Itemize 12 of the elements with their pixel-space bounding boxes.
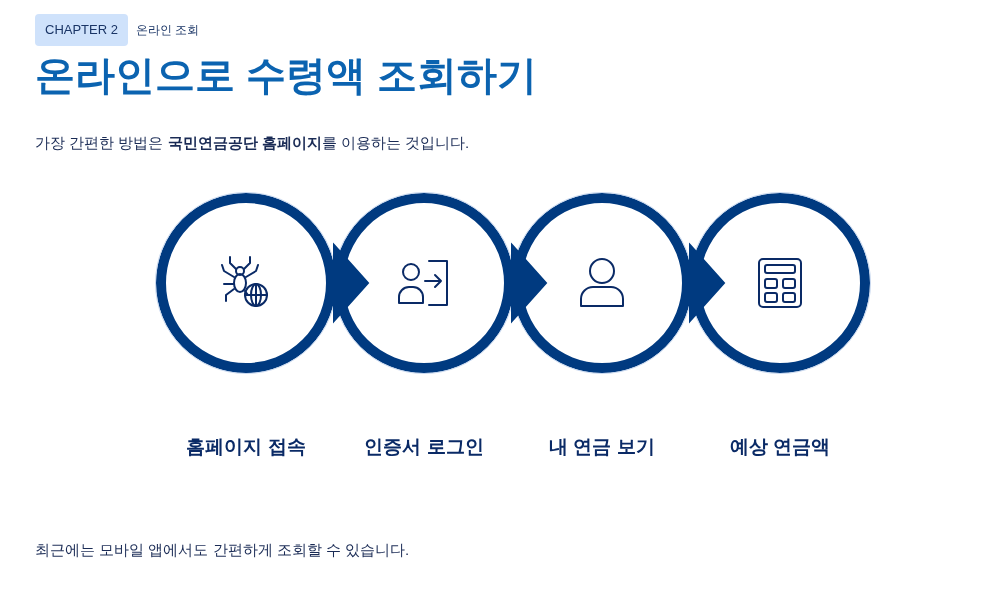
- step-label: 인증서 로그인: [364, 435, 484, 459]
- chevron-arrow: [333, 242, 370, 324]
- step-label: 예상 연금액: [729, 435, 831, 459]
- step-label: 홈페이지 접속: [186, 435, 306, 459]
- intro-text: 가장 간편한 방법은 국민연금공단 홈페이지를 이용하는 것입니다.: [35, 133, 470, 153]
- chevron-arrow: [689, 242, 726, 324]
- step-label: 내 연금 보기: [549, 435, 655, 459]
- title: 온라인으로 수령액 조회하기: [35, 52, 538, 99]
- chevron-arrow: [511, 242, 548, 324]
- note-text: 최근에는 모바일 앱에서도 간편하게 조회할 수 있습니다.: [35, 540, 410, 560]
- chapter-badge: CHAPTER 2: [35, 14, 128, 46]
- section-label: 온라인 조회: [135, 21, 200, 39]
